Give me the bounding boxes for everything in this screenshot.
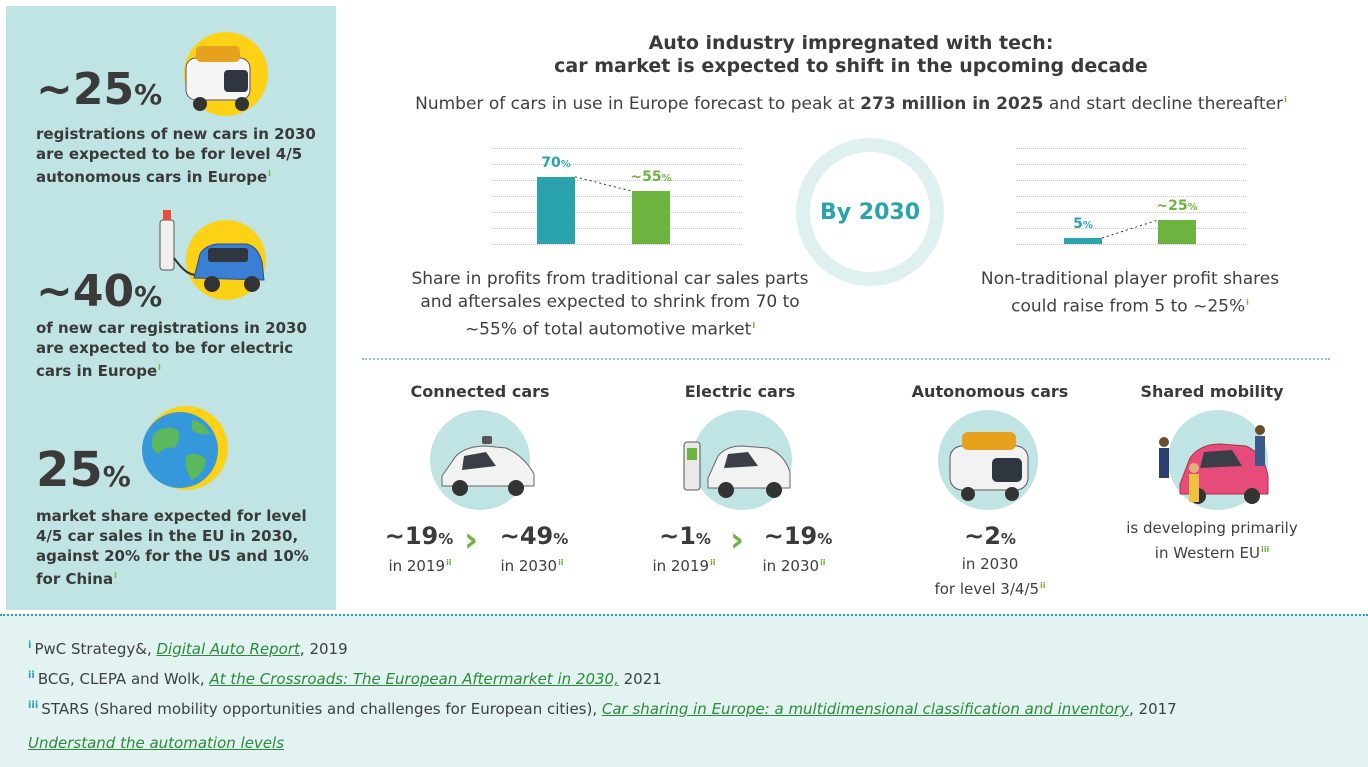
gridline xyxy=(492,212,742,213)
electric-2019-label: in 2019ii xyxy=(652,557,716,575)
reference-2-link[interactable]: At the Crossroads: The European Aftermar… xyxy=(209,670,619,688)
bar-value-label: ~55% xyxy=(630,169,672,186)
gridline xyxy=(1016,180,1246,181)
autonomous-2030-label: in 2030 for level 3/4/5ii xyxy=(934,555,1046,598)
gridline xyxy=(1016,148,1246,149)
chart1-caption: Share in profits from traditional car sa… xyxy=(411,269,809,340)
chart-bar xyxy=(537,176,575,244)
stat-description: registrations of new cars in 2030 are ex… xyxy=(36,125,316,186)
gridline xyxy=(492,244,742,245)
section-divider xyxy=(362,358,1330,360)
gridline xyxy=(492,180,742,181)
autonomous-car-icon xyxy=(949,432,1029,501)
main-panel: Auto industry impregnated with tech: car… xyxy=(340,6,1362,610)
electric-2030-value: ~19% xyxy=(763,522,833,550)
chart-nontraditional-profit-share: 5% ~25% xyxy=(1016,148,1246,245)
stat-value: ~40% xyxy=(36,266,163,317)
shared-mobility-icon xyxy=(1159,425,1269,504)
chart2-caption: Non-traditional player profit shares cou… xyxy=(980,269,1280,317)
connected-2030-value: ~49% xyxy=(499,522,569,550)
chevron-right-icon: › xyxy=(464,520,479,560)
chart-traditional-profit-share: 70% ~55% xyxy=(492,148,742,245)
bar-value-label: 70% xyxy=(541,154,571,171)
gridline xyxy=(1016,196,1246,197)
electric-car-illustration xyxy=(159,210,266,300)
connected-car-icon xyxy=(441,436,535,496)
trend-connector xyxy=(1101,219,1159,239)
stat-value: ~25% xyxy=(36,64,163,115)
bar-value-label: 5% xyxy=(1073,216,1093,232)
stat-electric-share: ~40% xyxy=(36,270,162,314)
chart-bar xyxy=(1158,220,1196,244)
stat-description: market share expected for level 4/5 car … xyxy=(36,507,309,588)
stat-eu-market-share: 25% xyxy=(36,446,131,494)
footer-divider xyxy=(0,614,1368,616)
gridline xyxy=(492,164,742,165)
gridline xyxy=(492,228,742,229)
gridline xyxy=(1016,244,1246,245)
electric-car-icon xyxy=(683,441,791,498)
globe-icon xyxy=(142,406,228,490)
automation-levels-link[interactable]: Understand the automation levels xyxy=(28,734,285,752)
page-title: Auto industry impregnated with tech: car… xyxy=(554,32,1148,77)
references-footer xyxy=(0,614,1368,767)
gridline xyxy=(1016,164,1246,165)
stat-description: of new car registrations in 2030 are exp… xyxy=(36,319,307,380)
chevron-right-icon: › xyxy=(730,520,745,560)
electric-cars-title: Electric cars xyxy=(684,382,796,401)
autonomous-car-illustration xyxy=(184,32,268,116)
gridline xyxy=(1016,212,1246,213)
sidebar: ~25% registrations of new cars in 2030 a… xyxy=(6,6,336,610)
shared-mobility-title: Shared mobility xyxy=(1140,382,1284,401)
gridline xyxy=(492,196,742,197)
chart-bar xyxy=(1064,238,1102,244)
automation-levels-row: Understand the automation levels xyxy=(28,734,284,752)
shared-mobility-desc: is developing primarily in Western EUiii xyxy=(1126,519,1298,562)
electric-2030-label: in 2030ii xyxy=(762,557,826,575)
by-2030-badge: By 2030 xyxy=(810,152,930,272)
trend-connector xyxy=(574,176,633,192)
connected-cars-title: Connected cars xyxy=(410,382,550,401)
connected-2019-label: in 2019ii xyxy=(388,557,452,575)
reference-1-link[interactable]: Digital Auto Report xyxy=(156,640,300,658)
bar-value-label: ~25% xyxy=(1156,198,1198,214)
gridline xyxy=(492,148,742,149)
chart-bar xyxy=(632,191,670,244)
connected-2019-value: ~19% xyxy=(384,522,454,550)
connected-2030-label: in 2030ii xyxy=(500,557,564,575)
stat-value: 25% xyxy=(36,442,131,498)
autonomous-cars-title: Autonomous cars xyxy=(911,382,1069,401)
autonomous-2030-value: ~2% xyxy=(964,522,1016,550)
page-subtitle: Number of cars in use in Europe forecast… xyxy=(415,94,1287,114)
stat-autonomous-share: ~25% xyxy=(36,68,162,112)
reference-3-link[interactable]: Car sharing in Europe: a multidimensiona… xyxy=(601,700,1130,718)
electric-2019-value: ~1% xyxy=(659,522,711,550)
